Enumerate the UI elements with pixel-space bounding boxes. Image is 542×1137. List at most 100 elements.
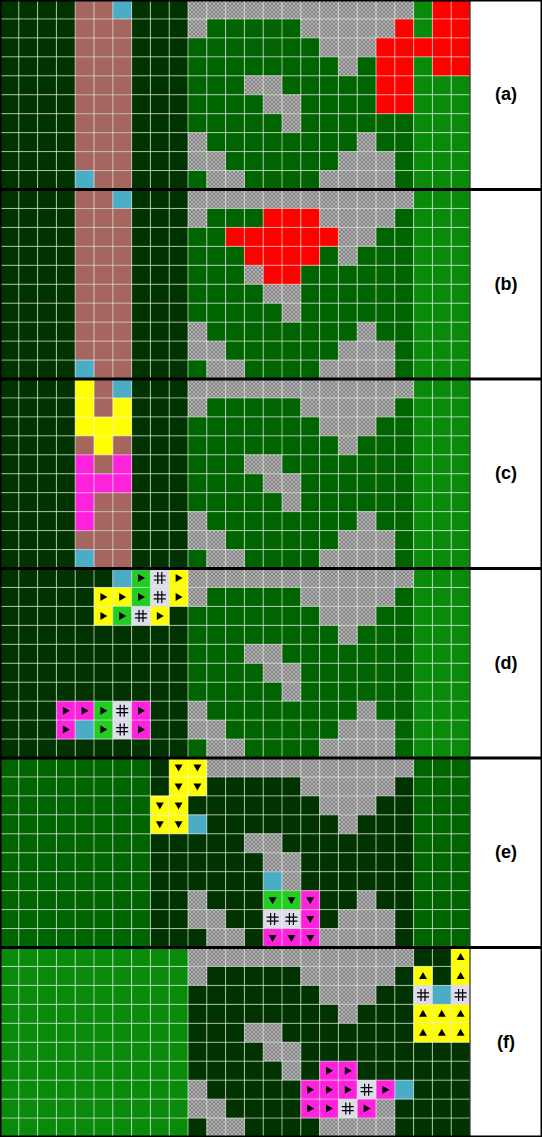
terrain-cell (56, 625, 75, 644)
terrain-cell (38, 569, 57, 588)
terrain-cell (113, 587, 132, 606)
terrain-cell (132, 1004, 151, 1023)
terrain-cell (376, 171, 395, 190)
terrain-cell (75, 76, 94, 95)
terrain-cell (150, 19, 169, 38)
terrain-cell (132, 171, 151, 190)
terrain-cell (282, 398, 301, 417)
unit-cell (94, 474, 113, 493)
terrain-cell (94, 436, 113, 455)
terrain-cell (376, 796, 395, 815)
terrain-cell (338, 76, 357, 95)
obstacle-cell (338, 436, 357, 455)
terrain-cell (338, 625, 357, 644)
hash-symbol (154, 591, 166, 603)
road-cell (113, 76, 132, 95)
terrain-cell (132, 303, 151, 322)
terrain-cell (451, 1099, 470, 1118)
terrain-cell (0, 1099, 19, 1118)
terrain-cell (169, 265, 188, 284)
terrain-cell (56, 777, 75, 796)
terrain-cell (94, 966, 113, 985)
unit-cell (75, 512, 94, 531)
terrain-cell (56, 265, 75, 284)
terrain-cell (207, 474, 226, 493)
terrain-cell (432, 948, 451, 967)
obstacle-cell (244, 948, 263, 967)
obstacle-cell (338, 227, 357, 246)
terrain-cell (414, 815, 433, 834)
terrain-cell (0, 398, 19, 417)
terrain-cell (207, 644, 226, 663)
terrain-cell (376, 550, 395, 569)
terrain-cell (75, 1061, 94, 1080)
obstacle-cell (357, 739, 376, 758)
terrain-cell (357, 57, 376, 76)
terrain-cell (207, 569, 226, 588)
terrain-cell (38, 474, 57, 493)
terrain-cell (19, 815, 38, 834)
obstacle-cell (376, 1118, 395, 1137)
terrain-cell (132, 948, 151, 967)
terrain-cell (263, 493, 282, 512)
obstacle-cell (263, 455, 282, 474)
terrain-cell (169, 910, 188, 929)
terrain-cell (113, 701, 132, 720)
terrain-cell (301, 758, 320, 777)
terrain-cell (432, 644, 451, 663)
terrain-cell (75, 834, 94, 853)
terrain-cell (169, 777, 188, 796)
terrain-cell (320, 493, 339, 512)
hash-symbol (154, 572, 166, 584)
terrain-cell (169, 1099, 188, 1118)
terrain-cell (451, 777, 470, 796)
terrain-cell (75, 133, 94, 152)
terrain-cell (0, 587, 19, 606)
road-cell (113, 38, 132, 57)
terrain-cell (75, 872, 94, 891)
obstacle-cell (376, 758, 395, 777)
road-cell (113, 550, 132, 569)
terrain-cell (301, 284, 320, 303)
obstacle-cell (338, 1118, 357, 1137)
terrain-cell (282, 455, 301, 474)
terrain-cell (320, 284, 339, 303)
terrain-cell (75, 227, 94, 246)
terrain-cell (301, 550, 320, 569)
obstacle-cell (301, 758, 320, 777)
terrain-cell (19, 1061, 38, 1080)
obstacle-cell (320, 227, 339, 246)
terrain-cell (0, 38, 19, 57)
obstacle-cell (338, 152, 357, 171)
terrain-cell (263, 1061, 282, 1080)
obstacle-cell (338, 587, 357, 606)
terrain-cell (38, 208, 57, 227)
terrain-cell (357, 872, 376, 891)
terrain-cell (244, 208, 263, 227)
terrain-cell (56, 1004, 75, 1023)
terrain-cell (56, 701, 75, 720)
terrain-cell (414, 644, 433, 663)
terrain-cell (113, 152, 132, 171)
terrain-cell (263, 853, 282, 872)
obstacle-cell (188, 948, 207, 967)
obstacle-cell (320, 1118, 339, 1137)
terrain-cell (263, 19, 282, 38)
terrain-cell (432, 720, 451, 739)
waypoint-cell (113, 0, 132, 19)
terrain-cell (338, 758, 357, 777)
terrain-cell (338, 815, 357, 834)
terrain-cell (226, 872, 245, 891)
terrain-cell (0, 644, 19, 663)
unit-cell (451, 38, 470, 57)
obstacle-cell (301, 587, 320, 606)
terrain-cell (113, 303, 132, 322)
terrain-cell (451, 455, 470, 474)
terrain-cell (94, 531, 113, 550)
obstacle-cell (282, 379, 301, 398)
terrain-cell (132, 436, 151, 455)
terrain-cell (244, 19, 263, 38)
terrain-cell (451, 550, 470, 569)
obstacle-cell (376, 341, 395, 360)
terrain-cell (188, 853, 207, 872)
